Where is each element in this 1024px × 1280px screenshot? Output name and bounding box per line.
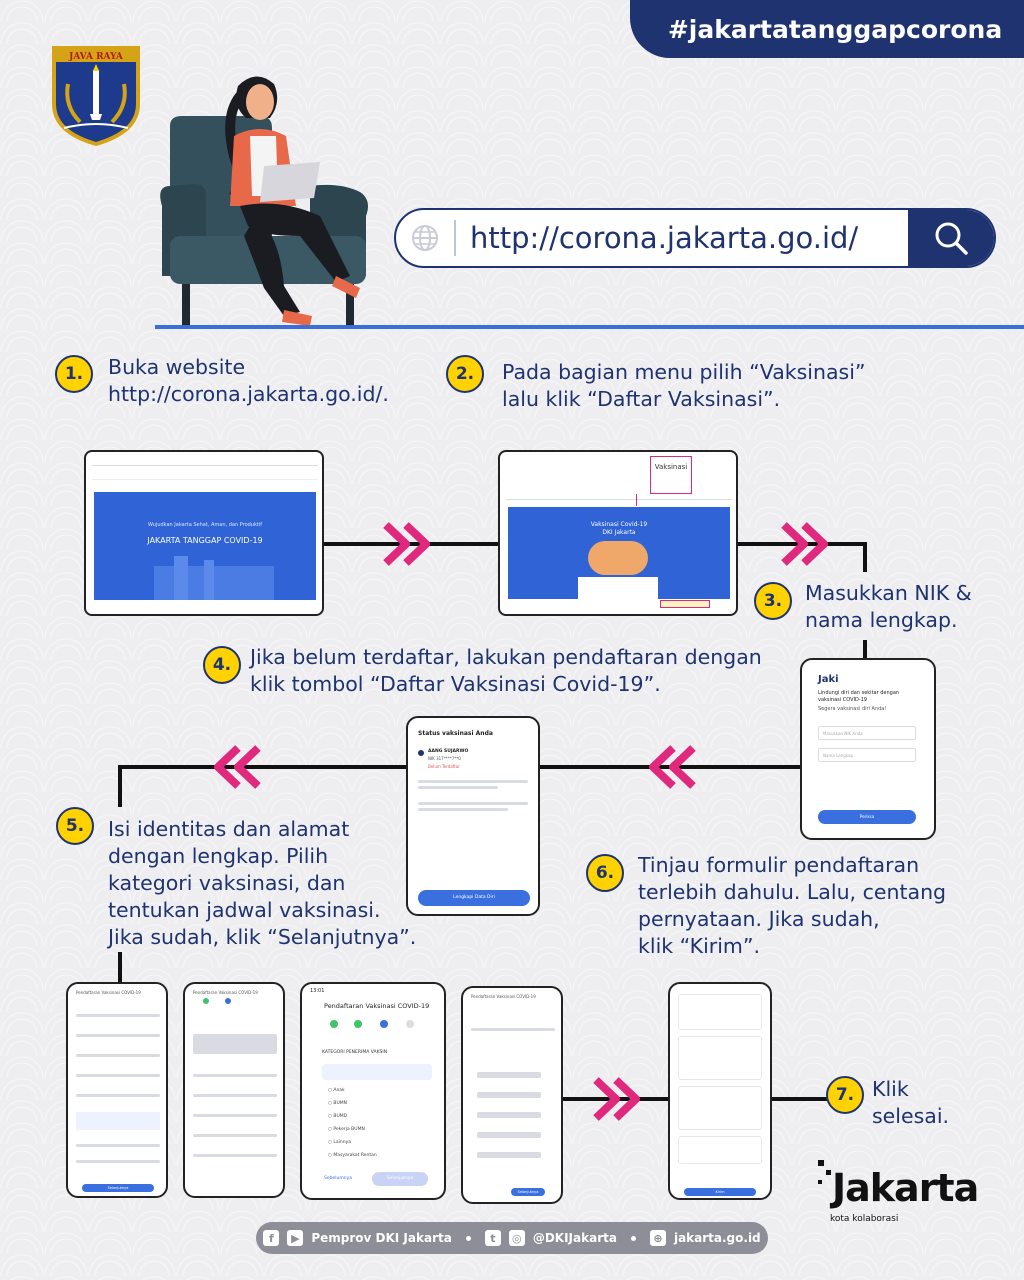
vaksinasi-menu-screenshot: Vaksinasi Covid-19 DKI Jakarta Vaksinasi	[498, 450, 738, 616]
hero-title: JAKARTA TANGGAP COVID-19	[147, 536, 263, 545]
phone-time: 13:01	[310, 988, 325, 994]
step-3-text: Masukkan NIK & nama lengkap.	[805, 581, 972, 632]
vaksinasi-hero-subtitle: DKI Jakarta	[602, 529, 636, 536]
status-badge: Belum Terdaftar	[428, 764, 460, 769]
connector-6-7	[770, 1097, 830, 1101]
footer-dot	[465, 1235, 471, 1241]
lengkapi-data-button[interactable]: Lengkapi Data Diri	[418, 890, 530, 906]
globe-icon	[396, 210, 454, 266]
connector-1-2	[322, 542, 500, 546]
search-button[interactable]	[908, 210, 994, 266]
step-6-badge: 6.	[586, 854, 624, 892]
facebook-youtube-handle[interactable]: Pemprov DKI Jakarta	[311, 1231, 452, 1245]
status-name: AANG SUJARWO	[428, 749, 469, 754]
connector-4-5-down	[118, 765, 122, 807]
jakarta-wordmark: Jakarta	[832, 1166, 979, 1210]
periksa-button[interactable]: Periksa	[818, 810, 916, 824]
category-option[interactable]: ○ BUMD	[328, 1114, 348, 1119]
woman-laptop-illustration	[160, 76, 368, 326]
arrow-right-icon	[781, 522, 828, 566]
status-title: Status vaksinasi Anda	[418, 730, 493, 737]
form-address-screen: Pendaftaran Vaksinasi COVID-19	[183, 982, 285, 1198]
category-option[interactable]: ○ Lainnya	[328, 1140, 351, 1145]
svg-text:JAVA RAYA: JAVA RAYA	[68, 52, 124, 62]
hashtag-banner: #jakartatanggapcorona	[630, 0, 1024, 58]
website-hero: Wujudkan Jakarta Sehat, Aman, dan Produk…	[94, 492, 316, 600]
category-option[interactable]: ○ BUMN	[328, 1101, 347, 1106]
url-bar-separator	[454, 220, 456, 256]
connector-5-down	[118, 952, 122, 984]
url-text[interactable]: http://corona.jakarta.go.id/	[470, 221, 859, 255]
step-2-badge: 2.	[446, 355, 484, 393]
footer-dot	[630, 1235, 636, 1241]
form-identity-title: Pendaftaran Vaksinasi COVID-19	[76, 990, 141, 995]
jaki-subheading: Segera vaksinasi diri Anda!	[818, 706, 887, 712]
step-7-text: Klik selesai.	[872, 1077, 950, 1128]
step-4-badge: 4.	[203, 646, 241, 684]
step-5-badge: 5.	[56, 807, 94, 845]
connector-2-3-down	[863, 542, 867, 572]
url-bar[interactable]: http://corona.jakarta.go.id/	[394, 208, 996, 268]
jakarta-brand-logo: Jakarta kota kolaborasi	[818, 1160, 988, 1230]
vaksinasi-callout: Vaksinasi	[650, 456, 692, 494]
connector-3-down	[863, 640, 867, 660]
step-2-text: Pada bagian menu pilih “Vaksinasi” lalu …	[502, 360, 866, 411]
review-form-screen: Kirim	[668, 982, 772, 1200]
step-5-text: Isi identitas dan alamat dengan lengkap.…	[108, 817, 417, 949]
arrow-right-icon	[593, 1077, 640, 1121]
vaksinasi-hero: Vaksinasi Covid-19 DKI Jakarta	[508, 507, 730, 599]
category-option[interactable]: ○ Masyarakat Rentan	[328, 1153, 377, 1158]
schedule-next-button[interactable]: Selanjutnya	[511, 1188, 545, 1196]
hero-subtitle: Wujudkan Jakarta Sehat, Aman, dan Produk…	[148, 522, 262, 528]
next-button[interactable]: Selanjutnya	[372, 1172, 428, 1186]
category-option[interactable]: ○ Pekerja BUMN	[328, 1127, 365, 1132]
section-divider	[155, 325, 1024, 329]
vaksinasi-hero-title: Vaksinasi Covid-19	[590, 521, 648, 528]
jaki-brand: Jaki	[818, 674, 839, 685]
hashtag-text: #jakartatanggapcorona	[667, 14, 1003, 44]
vaccine-status-screen: Status vaksinasi Anda AANG SUJARWO NIK 3…	[406, 716, 540, 916]
step-7-badge: 7.	[826, 1076, 864, 1114]
previous-button[interactable]: Sebelumnya	[324, 1176, 353, 1181]
name-input[interactable]: Nama Lengkap	[818, 748, 916, 762]
form-schedule-title: Pendaftaran Vaksinasi COVID-19	[471, 994, 536, 999]
category-options: ○ Anak ○ BUMN ○ BUMD ○ Pekerja BUMN ○ La…	[328, 1088, 377, 1166]
twitter-icon[interactable]: t	[484, 1230, 501, 1246]
arrow-left-icon	[214, 745, 261, 789]
youtube-icon[interactable]: ▶	[287, 1230, 304, 1246]
step-4-text: Jika belum terdaftar, lakukan pendaftara…	[250, 645, 762, 696]
jakarta-tagline: kota kolaborasi	[830, 1214, 899, 1224]
category-option[interactable]: ○ Anak	[328, 1088, 345, 1093]
identity-next-button[interactable]: Selanjutnya	[82, 1184, 154, 1192]
facebook-icon[interactable]: f	[263, 1230, 280, 1246]
instagram-icon[interactable]: ◎	[508, 1230, 525, 1246]
status-nik: NIK 317****7**0	[428, 756, 461, 761]
twitter-instagram-handle[interactable]: @DKIJakarta	[532, 1231, 617, 1245]
search-icon	[935, 222, 968, 255]
jaki-heading: Lindungi diri dan sekitar dengan vaksina…	[818, 690, 900, 703]
step-3-badge: 3.	[754, 582, 792, 620]
form-category-screen: 13:01 Pendaftaran Vaksinasi COVID-19 KAT…	[300, 982, 446, 1200]
nik-input[interactable]: Masukkan NIK Anda	[818, 726, 916, 740]
kirim-button[interactable]: Kirim	[684, 1188, 756, 1196]
connector-4-5	[120, 765, 408, 769]
website-screenshot: Wujudkan Jakarta Sehat, Aman, dan Produk…	[84, 450, 324, 616]
jaki-nik-screen: Jaki Lindungi diri dan sekitar dengan va…	[800, 658, 936, 840]
arrow-right-icon	[383, 522, 430, 566]
dki-jakarta-logo: JAVA RAYA	[52, 46, 140, 146]
form-identity-screen: Pendaftaran Vaksinasi COVID-19 Selanjutn…	[66, 982, 168, 1198]
arrow-left-icon	[649, 745, 696, 789]
step-1-badge: 1.	[55, 355, 93, 393]
globe-icon: ⊕	[649, 1230, 666, 1246]
website-link[interactable]: jakarta.go.id	[673, 1231, 761, 1245]
social-footer: f ▶ Pemprov DKI Jakarta t ◎ @DKIJakarta …	[256, 1222, 768, 1254]
form-address-title: Pendaftaran Vaksinasi COVID-19	[193, 990, 258, 995]
form-schedule-screen: Pendaftaran Vaksinasi COVID-19 Selanjutn…	[461, 986, 563, 1204]
form-category-title: Pendaftaran Vaksinasi COVID-19	[324, 1002, 430, 1010]
step-6-text: Tinjau formulir pendaftaran terlebih dah…	[638, 853, 947, 958]
category-section-label: KATEGORI PENERIMA VAKSIN	[322, 1050, 388, 1055]
step-1-text: Buka website http://corona.jakarta.go.id…	[108, 355, 389, 406]
